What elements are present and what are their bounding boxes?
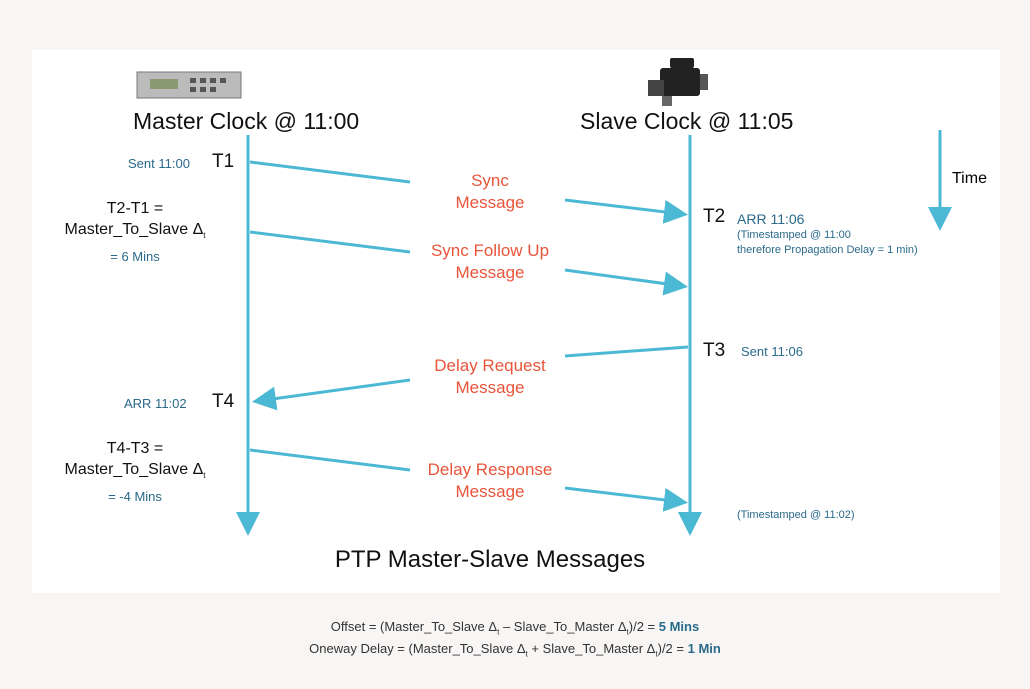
calc-t2-t1: T2-T1 =Master_To_Slave Δt= 6 Mins	[64, 200, 206, 265]
slave-clock-title: Slave Clock @ 11:05	[580, 108, 794, 134]
followup-arrow	[249, 230, 411, 254]
delay-formula: Oneway Delay = (Master_To_Slave Δt + Sla…	[309, 641, 721, 659]
diagram-panel	[32, 50, 1000, 593]
time-label: Time	[952, 170, 987, 187]
delay-request-arrow	[564, 345, 689, 358]
delay-response-arrow	[249, 448, 411, 472]
t4-note: ARR 11:02	[124, 396, 187, 411]
t2-label: T2	[703, 206, 726, 227]
master-device-icon	[136, 71, 242, 99]
offset-formula: Offset = (Master_To_Slave Δt – Slave_To_…	[330, 619, 700, 637]
t3-note: Sent 11:06	[741, 344, 803, 359]
slave-camera-icon	[648, 58, 708, 106]
t2-detail-2: therefore Propagation Delay = 1 min)	[737, 244, 918, 256]
t1-label: T1	[212, 151, 235, 172]
diagram-title: PTP Master-Slave Messages	[334, 546, 646, 573]
calc-t4-t3: T4-T3 =Master_To_Slave Δt= -4 Mins	[64, 440, 206, 505]
t3-label: T3	[703, 340, 726, 361]
t1-note: Sent 11:00	[128, 156, 190, 171]
t2-detail-1: (Timestamped @ 11:00	[737, 229, 851, 241]
t4-timestamp-note: (Timestamped @ 11:02)	[737, 509, 855, 521]
t4-label: T4	[212, 391, 235, 412]
sync-arrow	[249, 160, 411, 184]
t2-note: ARR 11:06	[737, 211, 805, 227]
master-clock-title: Master Clock @ 11:00	[133, 108, 360, 134]
